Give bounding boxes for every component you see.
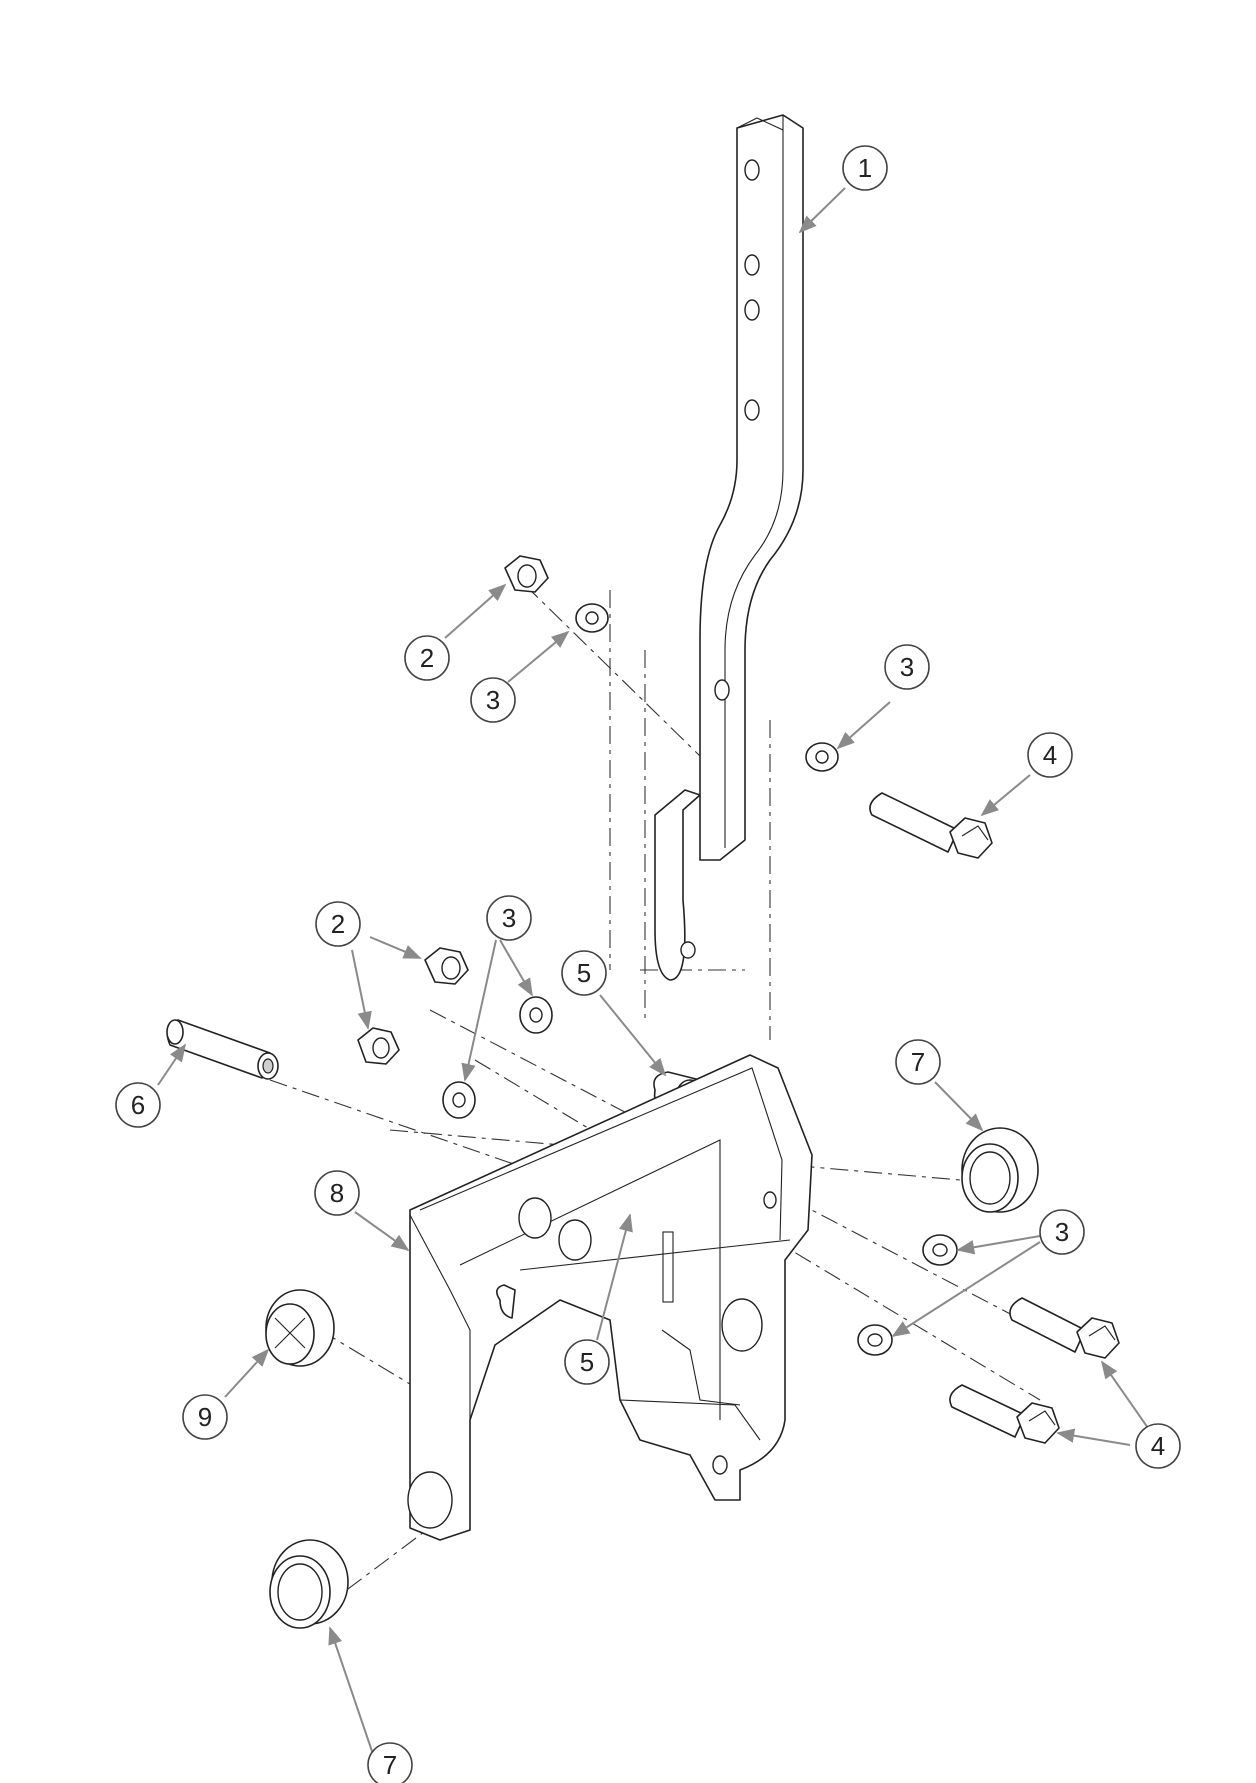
washer-right-middle	[922, 1234, 958, 1266]
shaft-pin	[166, 1019, 279, 1080]
hex-nut-upper	[504, 555, 549, 593]
callout-5: 5	[561, 950, 607, 996]
callout-3: 3	[884, 644, 930, 690]
callout-3: 3	[486, 895, 532, 941]
washer-right-upper	[805, 742, 839, 772]
callout-label: 5	[580, 1347, 594, 1377]
callout-label: 8	[330, 1178, 344, 1208]
bolt-right-upper	[1009, 1297, 1120, 1359]
callout-label: 4	[1043, 740, 1057, 770]
lever-arm	[654, 114, 804, 981]
callout-7: 7	[895, 1039, 941, 1085]
callout-label: 6	[131, 1090, 145, 1120]
callout-label: 3	[1055, 1217, 1069, 1247]
grommet	[265, 1289, 335, 1367]
callout-label: 2	[420, 643, 434, 673]
callout-3: 3	[470, 677, 516, 723]
callout-label: 7	[911, 1047, 925, 1077]
callout-label: 4	[1151, 1431, 1165, 1461]
callout-label: 1	[858, 153, 872, 183]
callout-label: 9	[198, 1402, 212, 1432]
callout-3: 3	[1039, 1209, 1085, 1255]
callout-label: 2	[331, 909, 345, 939]
callout-label: 3	[900, 652, 914, 682]
callout-2: 2	[404, 635, 450, 681]
flange-bushing-right	[961, 1127, 1039, 1213]
washer-lower-left	[442, 1081, 476, 1119]
washer-upper	[575, 603, 609, 633]
flange-bushing-left	[269, 1539, 349, 1629]
hex-nut-middle	[424, 947, 469, 985]
leader-arrows	[157, 187, 1149, 1761]
callout-9: 9	[182, 1394, 228, 1440]
callout-4: 4	[1027, 732, 1073, 778]
callout-4: 4	[1135, 1423, 1181, 1469]
callout-label: 7	[383, 1750, 397, 1780]
bolt-upper	[869, 792, 993, 859]
callout-5: 5	[564, 1339, 610, 1385]
washer-middle	[519, 996, 553, 1034]
callout-label: 5	[577, 958, 591, 988]
bolt-right-lower	[949, 1384, 1060, 1444]
callout-8: 8	[314, 1170, 360, 1216]
callout-2: 2	[315, 901, 361, 947]
hex-nut-lower	[357, 1027, 400, 1065]
washer-right-lower	[857, 1324, 893, 1356]
callout-1: 1	[842, 145, 888, 191]
callout-6: 6	[115, 1082, 161, 1128]
callout-label: 3	[502, 903, 516, 933]
callout-7: 7	[367, 1742, 413, 1783]
callout-label: 3	[486, 685, 500, 715]
mounting-bracket	[407, 1054, 813, 1541]
